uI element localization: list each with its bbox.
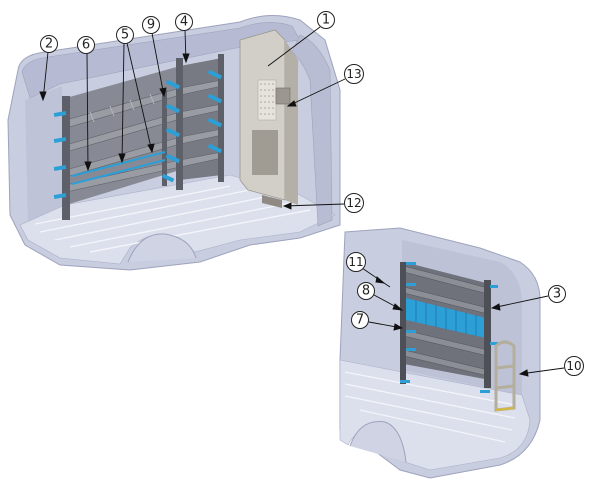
door-pillar-main [291,34,333,227]
callout-7: 7 [351,311,369,329]
cylinder-rack [494,340,516,412]
callout-2: 2 [40,35,58,53]
floor-ribs-main [34,185,311,253]
callout-10-label: 10 [566,359,581,373]
callout-10: 10 [564,356,584,376]
callout-1-label: 1 [322,13,330,28]
main-van-view [7,15,341,271]
callout-12: 12 [344,193,364,213]
callout-3-label: 3 [553,287,561,302]
leader-lines [39,26,565,377]
van-roof-main [21,22,301,99]
callout-13-label: 13 [346,67,361,81]
callout-4: 4 [175,13,193,31]
callout-5-label: 5 [121,28,129,43]
callout-11: 11 [346,252,366,272]
callout-8-label: 8 [362,284,370,299]
callout-8: 8 [357,282,375,300]
callout-13: 13 [344,64,364,84]
callouts: 1 2 3 4 5 6 7 8 [40,11,584,376]
callout-1: 1 [317,11,335,29]
callout-3: 3 [548,285,566,303]
callout-6-label: 6 [82,38,90,53]
callout-12-label: 12 [346,196,361,210]
callout-4-label: 4 [180,15,188,30]
callout-5: 5 [116,26,134,44]
callout-2-label: 2 [45,37,53,52]
shelving-unit-main [53,54,224,220]
callout-11-label: 11 [348,255,363,269]
callout-9-label: 9 [147,18,155,33]
inset-van-view [339,210,600,486]
wheel-well-main [127,233,197,263]
van-sidewall-left [25,86,62,225]
callout-7-label: 7 [356,313,364,328]
shelving-unit-inset [400,262,498,393]
callout-9: 9 [142,16,160,34]
bulkhead-partition [239,29,298,208]
callout-6: 6 [77,36,95,54]
